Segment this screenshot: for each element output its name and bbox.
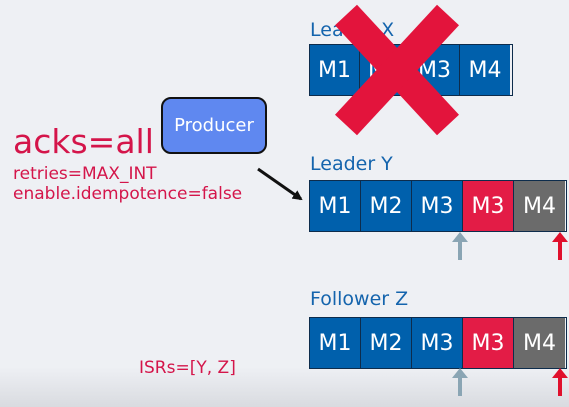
log-message: M4 [514, 318, 565, 368]
log-end-offset-arrow-icon [552, 368, 568, 396]
follower-z-log: M1 M2 M3 M3 M4 [309, 317, 567, 369]
idempotence-setting: enable.idempotence=false [13, 184, 243, 204]
log-end-offset-arrow-icon [552, 232, 568, 260]
background-gradient [0, 367, 569, 407]
leader-y-label: Leader Y [310, 153, 393, 175]
log-message: M3 [412, 181, 463, 231]
follower-z-label: Follower Z [310, 288, 409, 310]
log-message: M1 [310, 318, 361, 368]
log-message: M2 [361, 181, 412, 231]
produce-arrow [257, 167, 303, 201]
log-message: M4 [514, 181, 565, 231]
committed-offset-arrow-icon [452, 368, 468, 396]
log-message-duplicate: M3 [463, 318, 514, 368]
log-message: M1 [310, 45, 360, 95]
failure-cross-icon [335, 4, 459, 136]
log-message: M4 [460, 45, 510, 95]
isr-list: ISRs=[Y, Z] [139, 358, 236, 378]
log-message: M3 [412, 318, 463, 368]
producer-box: Producer [161, 97, 267, 154]
log-message: M2 [361, 318, 412, 368]
log-message-duplicate: M3 [463, 181, 514, 231]
log-message: M1 [310, 181, 361, 231]
committed-offset-arrow-icon [452, 232, 468, 260]
leader-y-log: M1 M2 M3 M3 M4 [309, 180, 567, 232]
producer-label: Producer [174, 115, 254, 136]
acks-setting: acks=all [13, 122, 154, 161]
retries-setting: retries=MAX_INT [13, 164, 157, 184]
